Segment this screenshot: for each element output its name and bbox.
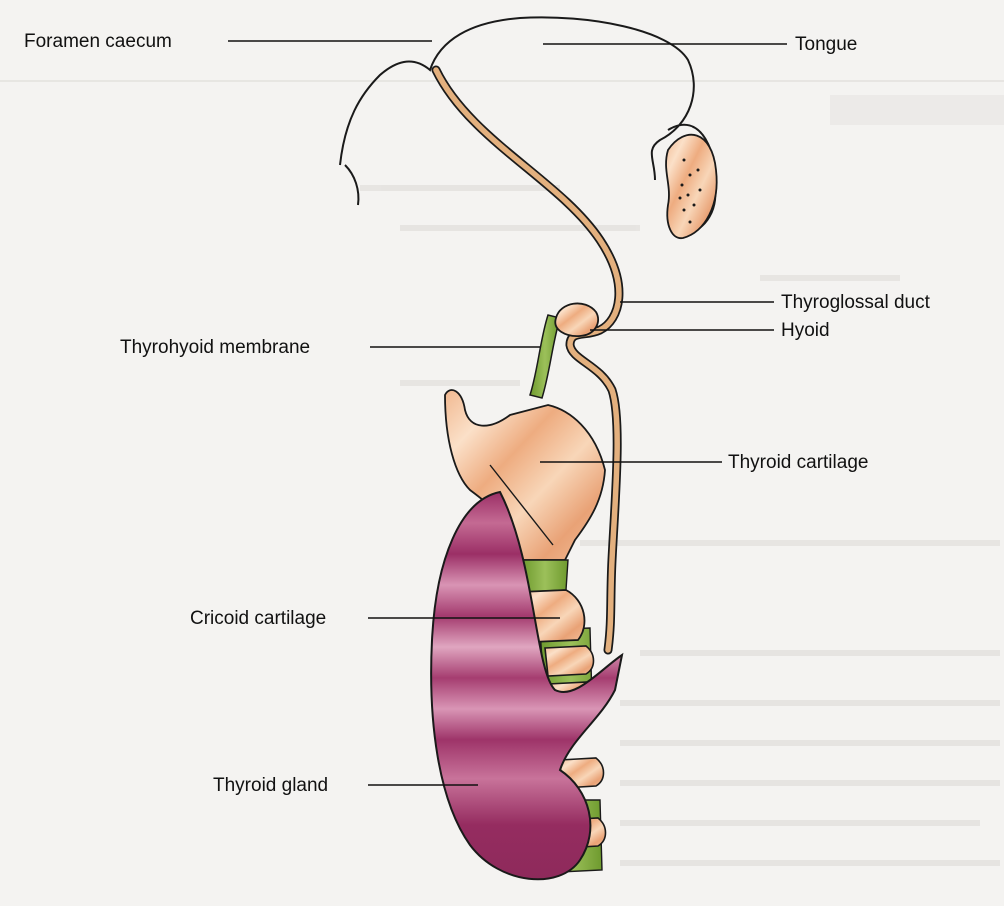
tongue-outline [339, 16, 717, 236]
hyoid-shape [554, 302, 600, 337]
label-thyroid-cartilage: Thyroid cartilage [728, 452, 868, 473]
label-cricoid-cartilage: Cricoid cartilage [190, 608, 326, 629]
thyroid-gland-shape [430, 490, 624, 881]
label-tongue: Tongue [795, 34, 857, 55]
thyrohyoid-membrane-shape [529, 314, 561, 399]
label-thyroid-gland: Thyroid gland [213, 775, 328, 796]
label-thyroglossal-duct: Thyroglossal duct [781, 292, 931, 313]
mandible-edge [344, 164, 360, 206]
thyroid-cartilage-shape [444, 389, 606, 561]
background-text [0, 80, 1004, 866]
leader-lines [228, 40, 787, 786]
mandible-dots [678, 158, 702, 224]
mandible-bone [665, 133, 718, 239]
label-foramen-caecum: Foramen caecum [24, 31, 172, 52]
label-hyoid: Hyoid [781, 320, 830, 341]
label-thyrohyoid-membrane: Thyrohyoid membrane [120, 337, 310, 358]
labels: Foramen caecum Tongue Thyroglossal duct … [24, 31, 931, 796]
